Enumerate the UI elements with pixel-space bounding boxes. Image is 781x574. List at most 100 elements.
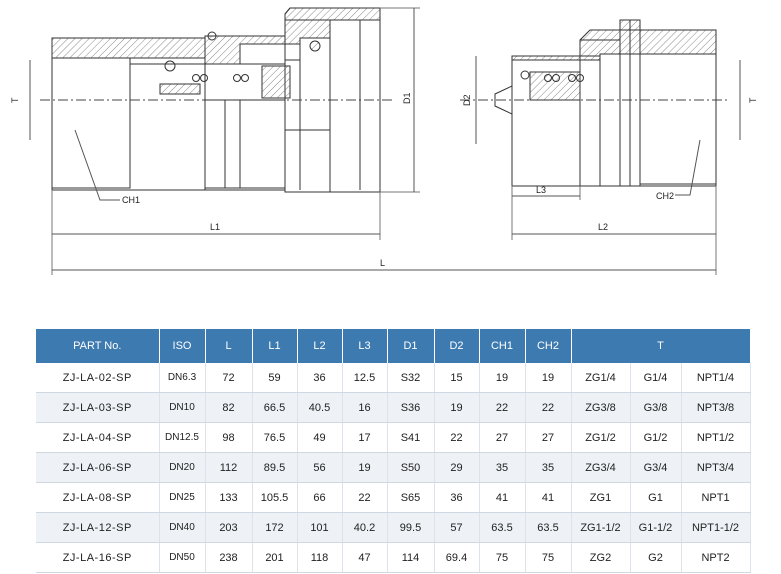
ch2-label: CH2 — [656, 191, 674, 201]
table-cell: 56 — [297, 452, 343, 483]
table-cell: G1 — [630, 482, 682, 513]
table-cell: 16 — [342, 392, 388, 423]
table-cell: 99.5 — [387, 512, 435, 543]
l2-label: L2 — [598, 222, 608, 232]
table-cell: 47 — [342, 542, 388, 573]
table-cell: 203 — [205, 512, 253, 543]
col-header-iso: ISO — [159, 329, 206, 363]
table-cell: 114 — [387, 542, 435, 573]
table-cell: ZG3/4 — [571, 452, 631, 483]
part-number-cell: ZJ-LA-04-SP — [36, 422, 160, 453]
table-cell: S32 — [387, 363, 435, 393]
col-header-ch2: CH2 — [525, 329, 572, 363]
table-cell: DN20 — [159, 452, 206, 483]
table-cell: NPT3/4 — [681, 452, 751, 483]
table-cell: 59 — [252, 363, 298, 393]
table-cell: 41 — [479, 482, 526, 513]
table-cell: 35 — [479, 452, 526, 483]
table-cell: 72 — [205, 363, 253, 393]
table-cell: S65 — [387, 482, 435, 513]
part-number-cell: ZJ-LA-03-SP — [36, 392, 160, 423]
part-number-cell: ZJ-LA-02-SP — [36, 363, 160, 393]
table-cell: 98 — [205, 422, 253, 453]
table-cell: 19 — [434, 392, 480, 423]
table-cell: 19 — [479, 363, 526, 393]
table-cell: 19 — [342, 452, 388, 483]
part-number-cell: ZJ-LA-08-SP — [36, 482, 160, 513]
table-cell: 49 — [297, 422, 343, 453]
table-cell: 66.5 — [252, 392, 298, 423]
table-cell: S36 — [387, 392, 435, 423]
table-cell: 22 — [434, 422, 480, 453]
table-cell: G1/4 — [630, 363, 682, 393]
table-cell: 105.5 — [252, 482, 298, 513]
table-cell: 66 — [297, 482, 343, 513]
table-cell: 29 — [434, 452, 480, 483]
table-cell: 22 — [525, 392, 572, 423]
ch1-label: CH1 — [122, 195, 140, 205]
table-cell: ZG1/4 — [571, 363, 631, 393]
table-cell: ZG1/2 — [571, 422, 631, 453]
table-cell: NPT1/2 — [681, 422, 751, 453]
table-cell: 63.5 — [479, 512, 526, 543]
table-cell: ZG2 — [571, 542, 631, 573]
spec-table: PART No. ISO L L1 L2 L3 D1 D2 CH1 CH2 T … — [36, 329, 751, 573]
table-cell: 36 — [434, 482, 480, 513]
table-cell: NPT1/4 — [681, 363, 751, 393]
table-cell: G3/4 — [630, 452, 682, 483]
table-cell: 27 — [525, 422, 572, 453]
table-cell: 57 — [434, 512, 480, 543]
col-header-l2: L2 — [297, 329, 343, 363]
table-cell: 27 — [479, 422, 526, 453]
table-cell: 69.4 — [434, 542, 480, 573]
col-header-l: L — [205, 329, 253, 363]
part-number-cell: ZJ-LA-16-SP — [36, 542, 160, 573]
table-cell: ZG1-1/2 — [571, 512, 631, 543]
table-cell: 22 — [479, 392, 526, 423]
table-cell: 17 — [342, 422, 388, 453]
table-cell: 15 — [434, 363, 480, 393]
table-cell: 133 — [205, 482, 253, 513]
col-header-t: T — [571, 329, 751, 363]
table-cell: 40.2 — [342, 512, 388, 543]
table-cell: 41 — [525, 482, 572, 513]
table-cell: 89.5 — [252, 452, 298, 483]
l-label: L — [380, 258, 385, 268]
table-cell: 63.5 — [525, 512, 572, 543]
table-cell: 238 — [205, 542, 253, 573]
col-header-d2: D2 — [434, 329, 480, 363]
table-cell: G2 — [630, 542, 682, 573]
table-cell: G3/8 — [630, 392, 682, 423]
table-cell: ZG3/8 — [571, 392, 631, 423]
l1-label: L1 — [210, 222, 220, 232]
table-cell: DN10 — [159, 392, 206, 423]
l3-label: L3 — [536, 185, 546, 195]
table-cell: 12.5 — [342, 363, 388, 393]
table-cell: 201 — [252, 542, 298, 573]
table-cell: DN50 — [159, 542, 206, 573]
table-cell: 118 — [297, 542, 343, 573]
part-number-cell: ZJ-LA-06-SP — [36, 452, 160, 483]
t-left-label: T — [10, 97, 20, 103]
table-cell: S50 — [387, 452, 435, 483]
table-cell: NPT1 — [681, 482, 751, 513]
col-header-d1: D1 — [387, 329, 435, 363]
table-cell: 172 — [252, 512, 298, 543]
table-cell: NPT2 — [681, 542, 751, 573]
table-cell: G1-1/2 — [630, 512, 682, 543]
table-cell: 35 — [525, 452, 572, 483]
coupling-technical-drawing: T D1 CH1 L1 D2 T CH2 L3 L2 L — [10, 7, 758, 275]
female-coupler-drawing — [29, 7, 420, 275]
table-cell: G1/2 — [630, 422, 682, 453]
t-right-label: T — [748, 97, 758, 103]
table-cell: 36 — [297, 363, 343, 393]
table-cell: ZG1 — [571, 482, 631, 513]
table-cell: 101 — [297, 512, 343, 543]
col-header-ch1: CH1 — [479, 329, 526, 363]
